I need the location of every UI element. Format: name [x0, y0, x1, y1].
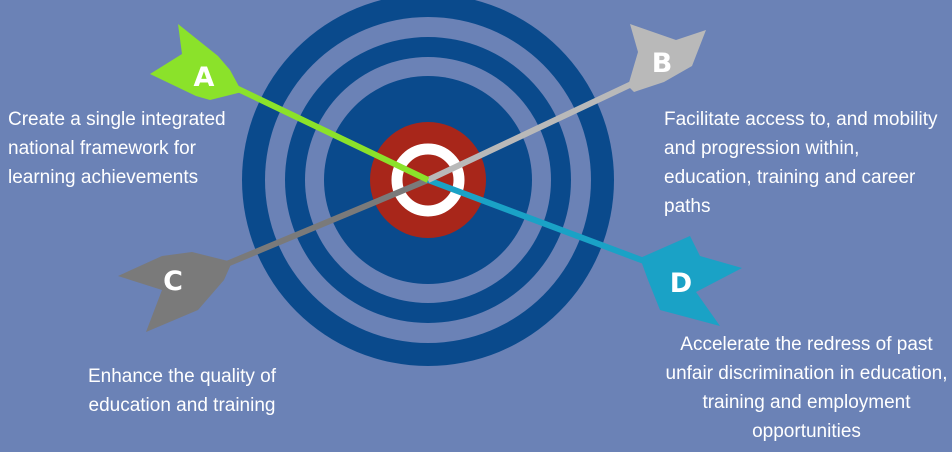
arrow-b-shaft — [426, 77, 642, 183]
bullseye-white-ring — [391, 143, 465, 217]
goal-c-text: Enhance the quality of education and tra… — [87, 366, 277, 416]
arrow-a-letter: A — [194, 62, 215, 93]
arrow-b-fletching — [628, 24, 706, 92]
arrow-c-letter: C — [163, 266, 183, 297]
arrow-c-fletching — [118, 252, 232, 332]
arrow-c-shaft — [220, 177, 430, 269]
arrow-a-shaft — [234, 85, 430, 183]
arrow-d-shaft — [426, 177, 654, 267]
arrow-d-letter: D — [670, 268, 692, 299]
arrow-b: B — [426, 24, 706, 183]
arrow-a: A — [150, 24, 430, 183]
goal-d-text: Accelerate the redress of past unfair di… — [665, 334, 948, 442]
goal-a-text: Create a single integrated national fram… — [8, 109, 226, 188]
arrow-a-fletching — [150, 24, 242, 100]
arrow-c: C — [118, 177, 430, 332]
goal-b-text: Facilitate access to, and mobility and p… — [664, 109, 938, 217]
arrow-d-fletching — [640, 236, 742, 326]
arrow-d: D — [426, 177, 742, 326]
arrow-b-letter: B — [652, 48, 673, 79]
